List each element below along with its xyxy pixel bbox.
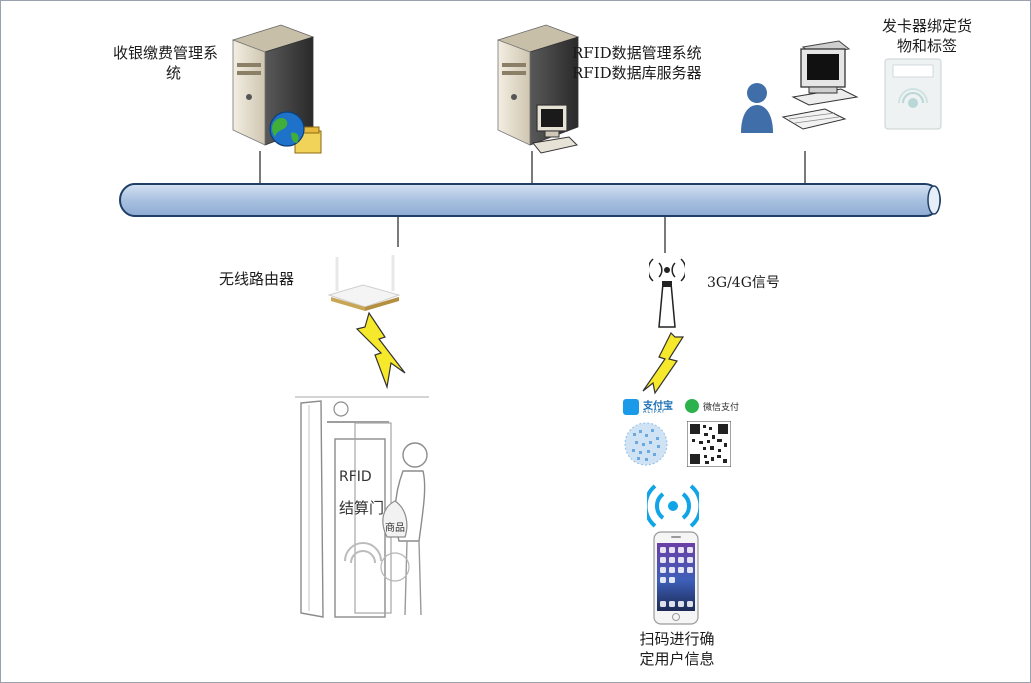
rfid-checkout-gate: RFID 结算门 商品 [287,391,437,621]
rfid-server-label-line2: RFID数据库服务器 [572,64,702,82]
scan-user-label: 扫码进行确 定用户信息 [621,629,733,669]
billing-server-label-line2: 统 [166,64,182,82]
lightning-icon-antenna [642,331,685,395]
network-bus [119,183,941,217]
billing-server-label-line1: 收银缴费管理系 [113,44,219,62]
card-issuer-label-line2: 物和标签 [896,37,957,55]
antenna-icon [649,258,685,328]
router-label: 无线路由器 [219,270,295,288]
wifi-signal-icon [647,484,699,528]
gate-goods-label: 商品 [385,523,405,534]
smartphone-icon [653,531,699,625]
card-issuer-label-line1: 发卡器绑定货 [881,17,972,35]
cell-signal-label: 3G/4G信号 [707,275,780,291]
billing-server-icon [231,24,315,146]
gate-subtitle: 结算门 [339,499,385,517]
card-issuer-label: 发卡器绑定货 物和标签 [867,16,987,56]
rfid-server-label-line1: RFID数据管理系统 [572,44,702,62]
rfid-server-label: RFID数据管理系统 RFID数据库服务器 [572,43,702,83]
alipay-qr-code-icon [624,422,668,466]
small-computer-icon [532,104,578,154]
wechat-qr-code-icon [687,421,731,467]
scan-user-label-line2: 定用户信息 [639,650,715,668]
user-icon [741,83,773,133]
card-reader-icon [884,58,942,130]
router-icon [327,255,401,311]
alipay-english-label: ALIPAY [643,409,666,415]
alipay-label: 支付宝 [643,401,673,412]
billing-server-label: 收银缴费管理系 统 [113,43,218,83]
wechat-pay-label: 微信支付 [703,403,740,413]
globe-icon [269,111,322,154]
workstation-computer-icon [781,40,859,130]
gate-sketch [295,396,429,618]
scan-user-label-line1: 扫码进行确 [639,630,715,648]
lightning-icon-router [355,311,406,389]
wechat-logo-icon [685,399,699,413]
alipay-logo-icon [623,399,639,415]
payment-qr-panel: 支付宝 ALIPAY 微信支付 [613,395,743,475]
gate-title: RFID [339,469,372,485]
